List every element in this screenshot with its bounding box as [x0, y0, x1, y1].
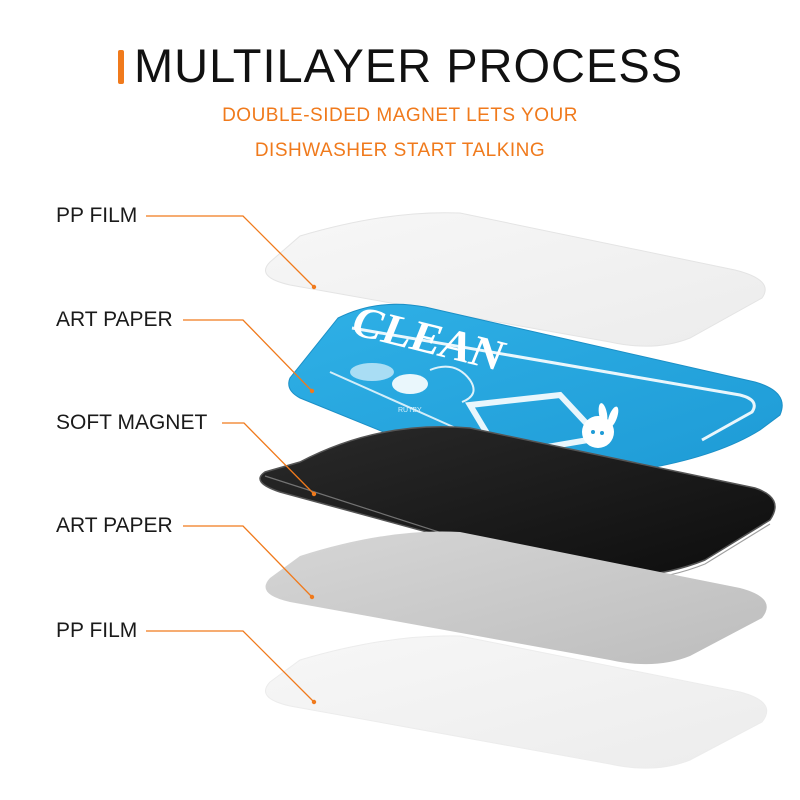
- leader-line-5: [146, 630, 315, 703]
- layer-label-art-paper-bottom: ART PAPER: [56, 514, 173, 537]
- leader-dots: [309, 284, 317, 705]
- layer-label-art-paper-top: ART PAPER: [56, 308, 173, 331]
- subtitle-line-2: DISHWASHER START TALKING: [254, 140, 546, 161]
- layer-label-pp-film-bottom: PP FILM: [56, 619, 138, 642]
- leader-lines: [146, 215, 315, 703]
- leader-dot-1: [311, 284, 317, 290]
- layer-label-pp-film-top: PP FILM: [56, 204, 138, 227]
- art-paper-bottom-layer: [265, 531, 767, 665]
- pp-film-bottom-layer: [265, 635, 768, 769]
- leader-dot-2: [309, 388, 315, 394]
- bunny-logo-icon: [582, 403, 619, 448]
- leader-line-2: [183, 319, 313, 392]
- page-title: MULTILAYER PROCESS: [134, 39, 684, 92]
- leader-dot-5: [311, 699, 317, 705]
- subtitle-line-1: DOUBLE-SIDED MAGNET LETS YOUR: [222, 105, 578, 126]
- layer-label-soft-magnet: SOFT MAGNET: [56, 411, 208, 434]
- leader-line-4: [183, 525, 313, 598]
- leader-dot-4: [309, 594, 315, 600]
- pp-film-top-layer: [265, 212, 766, 347]
- title-marker-bar: [118, 50, 124, 84]
- card-brand-text: RUTBY: [398, 407, 422, 414]
- leader-line-1: [146, 215, 315, 288]
- leader-line-3: [222, 422, 315, 495]
- leader-dot-3: [311, 491, 317, 497]
